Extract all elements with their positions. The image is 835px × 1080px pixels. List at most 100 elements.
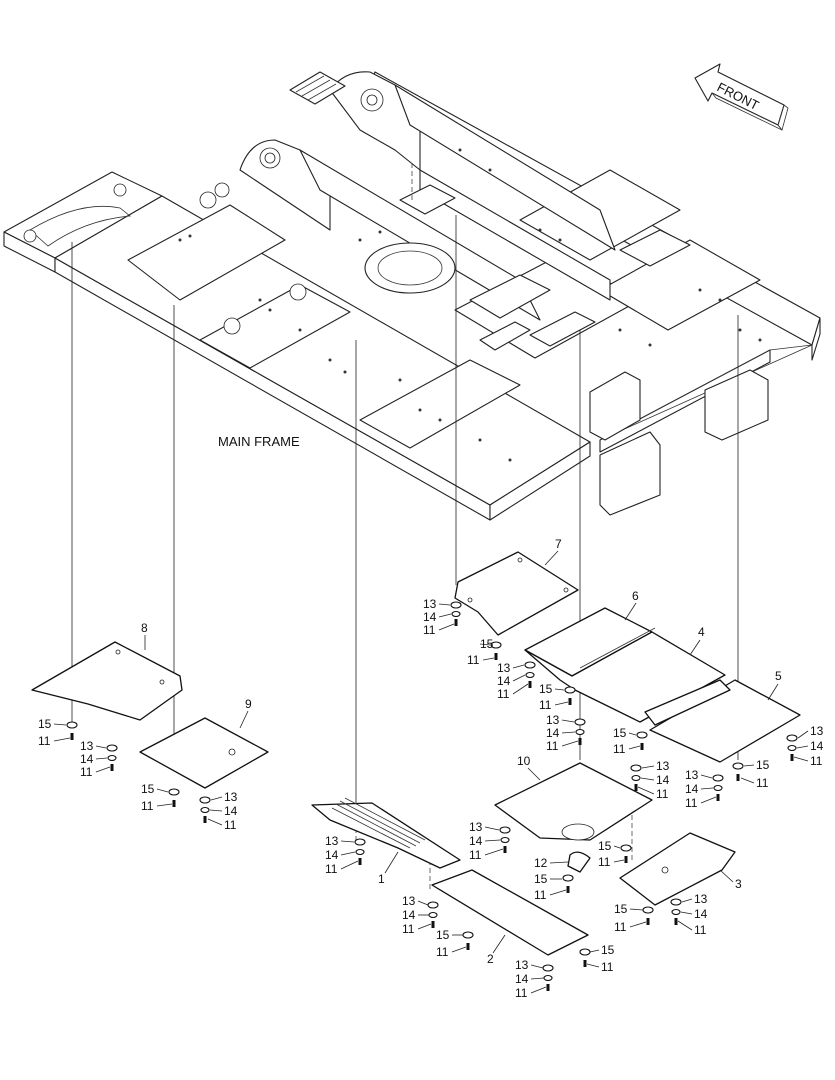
svg-text:11: 11 xyxy=(539,698,552,712)
svg-text:11: 11 xyxy=(469,848,482,862)
svg-text:11: 11 xyxy=(436,945,449,959)
callout-9: 9 xyxy=(245,697,252,711)
svg-text:11: 11 xyxy=(756,776,769,790)
center-beam-right xyxy=(394,84,616,251)
svg-text:11: 11 xyxy=(685,796,698,810)
svg-text:11: 11 xyxy=(534,888,547,902)
svg-text:11: 11 xyxy=(515,986,528,1000)
hw-labels-plate-5-b: 13 14 11 xyxy=(793,724,824,768)
svg-text:13: 13 xyxy=(325,834,339,848)
hw-labels-plate-1: 13 14 11 xyxy=(325,834,359,876)
svg-text:11: 11 xyxy=(80,765,93,779)
cross-member-2 xyxy=(199,284,351,369)
svg-text:15: 15 xyxy=(436,928,450,942)
svg-text:14: 14 xyxy=(80,752,94,766)
hw-labels-plate-5-c: 15 11 xyxy=(740,758,770,790)
callouts: 7 6 4 5 8 9 10 3 1 2 13 14 11 15 11 xyxy=(38,537,824,1000)
svg-text:14: 14 xyxy=(810,739,824,753)
hardware-icons xyxy=(66,601,798,991)
hw-labels-plate-5-d: 13 14 11 xyxy=(685,768,717,810)
hw-labels-plate-5-a: 15 11 xyxy=(613,726,641,756)
cover-plate-5 xyxy=(644,679,801,763)
cover-plate-2 xyxy=(431,869,589,956)
svg-text:11: 11 xyxy=(224,818,237,832)
svg-text:11: 11 xyxy=(598,855,611,869)
hw-labels-plate-3-a: 15 11 xyxy=(614,902,647,934)
svg-text:14: 14 xyxy=(685,782,699,796)
svg-text:11: 11 xyxy=(402,922,415,936)
svg-text:15: 15 xyxy=(539,682,553,696)
svg-text:14: 14 xyxy=(546,726,560,740)
hw-labels-plate-4-a: 15 11 xyxy=(539,682,569,712)
svg-text:13: 13 xyxy=(423,597,437,611)
svg-text:11: 11 xyxy=(601,960,614,974)
svg-text:11: 11 xyxy=(546,739,559,753)
hw-labels-plate-2-d: 13 14 11 xyxy=(515,958,547,1000)
callout-7: 7 xyxy=(555,537,562,551)
svg-text:15: 15 xyxy=(480,637,494,651)
svg-text:11: 11 xyxy=(810,754,823,768)
svg-text:13: 13 xyxy=(402,894,416,908)
svg-text:11: 11 xyxy=(141,799,154,813)
svg-text:14: 14 xyxy=(325,848,339,862)
cross-member-1 xyxy=(127,204,286,301)
cross-member-5 xyxy=(599,239,761,331)
svg-text:15: 15 xyxy=(598,839,612,853)
svg-text:11: 11 xyxy=(497,687,510,701)
svg-text:14: 14 xyxy=(694,907,708,921)
svg-text:15: 15 xyxy=(601,943,615,957)
svg-text:11: 11 xyxy=(467,653,480,667)
cover-plate-10 xyxy=(494,762,653,841)
swing-bearing-mount xyxy=(364,242,456,294)
center-beam-left xyxy=(299,149,541,321)
svg-text:14: 14 xyxy=(469,834,483,848)
callout-8: 8 xyxy=(141,621,148,635)
hw-labels-plate-6-left: 15 11 xyxy=(467,637,495,667)
svg-text:13: 13 xyxy=(80,739,94,753)
frame-bolts xyxy=(178,148,762,462)
hw-labels-plate-10-a: 13 14 11 xyxy=(637,759,670,801)
hw-labels-plate-7: 13 14 11 xyxy=(423,597,455,637)
cover-plate-8 xyxy=(31,641,183,721)
svg-text:13: 13 xyxy=(546,713,560,727)
mount-block-1 xyxy=(589,371,641,441)
hw-labels-plate-8: 15 11 xyxy=(38,717,71,748)
svg-text:13: 13 xyxy=(810,724,824,738)
svg-text:11: 11 xyxy=(656,787,669,801)
callout-6: 6 xyxy=(632,589,639,603)
svg-text:15: 15 xyxy=(614,902,628,916)
svg-text:13: 13 xyxy=(685,768,699,782)
svg-text:14: 14 xyxy=(656,773,670,787)
svg-text:14: 14 xyxy=(224,804,238,818)
main-frame: MAIN FRAME xyxy=(3,71,821,521)
hw-labels-plate-2-b: 15 11 xyxy=(436,928,467,959)
svg-text:15: 15 xyxy=(613,726,627,740)
svg-text:11: 11 xyxy=(694,923,707,937)
svg-text:11: 11 xyxy=(423,623,436,637)
svg-text:13: 13 xyxy=(694,892,708,906)
svg-text:13: 13 xyxy=(656,759,670,773)
svg-text:15: 15 xyxy=(534,872,548,886)
main-frame-label: MAIN FRAME xyxy=(218,434,300,449)
hw-labels-plate-9-c: 13 14 11 xyxy=(207,790,238,832)
cover-plate-12 xyxy=(567,851,591,873)
mount-block-2 xyxy=(599,431,661,516)
svg-text:13: 13 xyxy=(224,790,238,804)
mount-block-3 xyxy=(704,369,769,441)
boom-mount-left xyxy=(239,139,331,231)
callout-1: 1 xyxy=(378,872,385,886)
hw-labels-plate-4-b: 13 14 11 xyxy=(546,713,579,753)
svg-text:14: 14 xyxy=(402,908,416,922)
svg-text:13: 13 xyxy=(497,661,511,675)
svg-text:11: 11 xyxy=(614,920,627,934)
hw-labels-plate-3-b: 13 14 11 xyxy=(677,892,708,937)
hw-labels-plate-6-a: 13 14 11 xyxy=(497,661,529,701)
svg-text:13: 13 xyxy=(469,820,483,834)
svg-text:14: 14 xyxy=(423,610,437,624)
hw-labels-plate-2-a: 13 14 11 xyxy=(402,894,432,936)
step xyxy=(289,71,346,105)
callout-4: 4 xyxy=(698,625,705,639)
svg-text:11: 11 xyxy=(38,734,51,748)
svg-text:11: 11 xyxy=(325,862,338,876)
